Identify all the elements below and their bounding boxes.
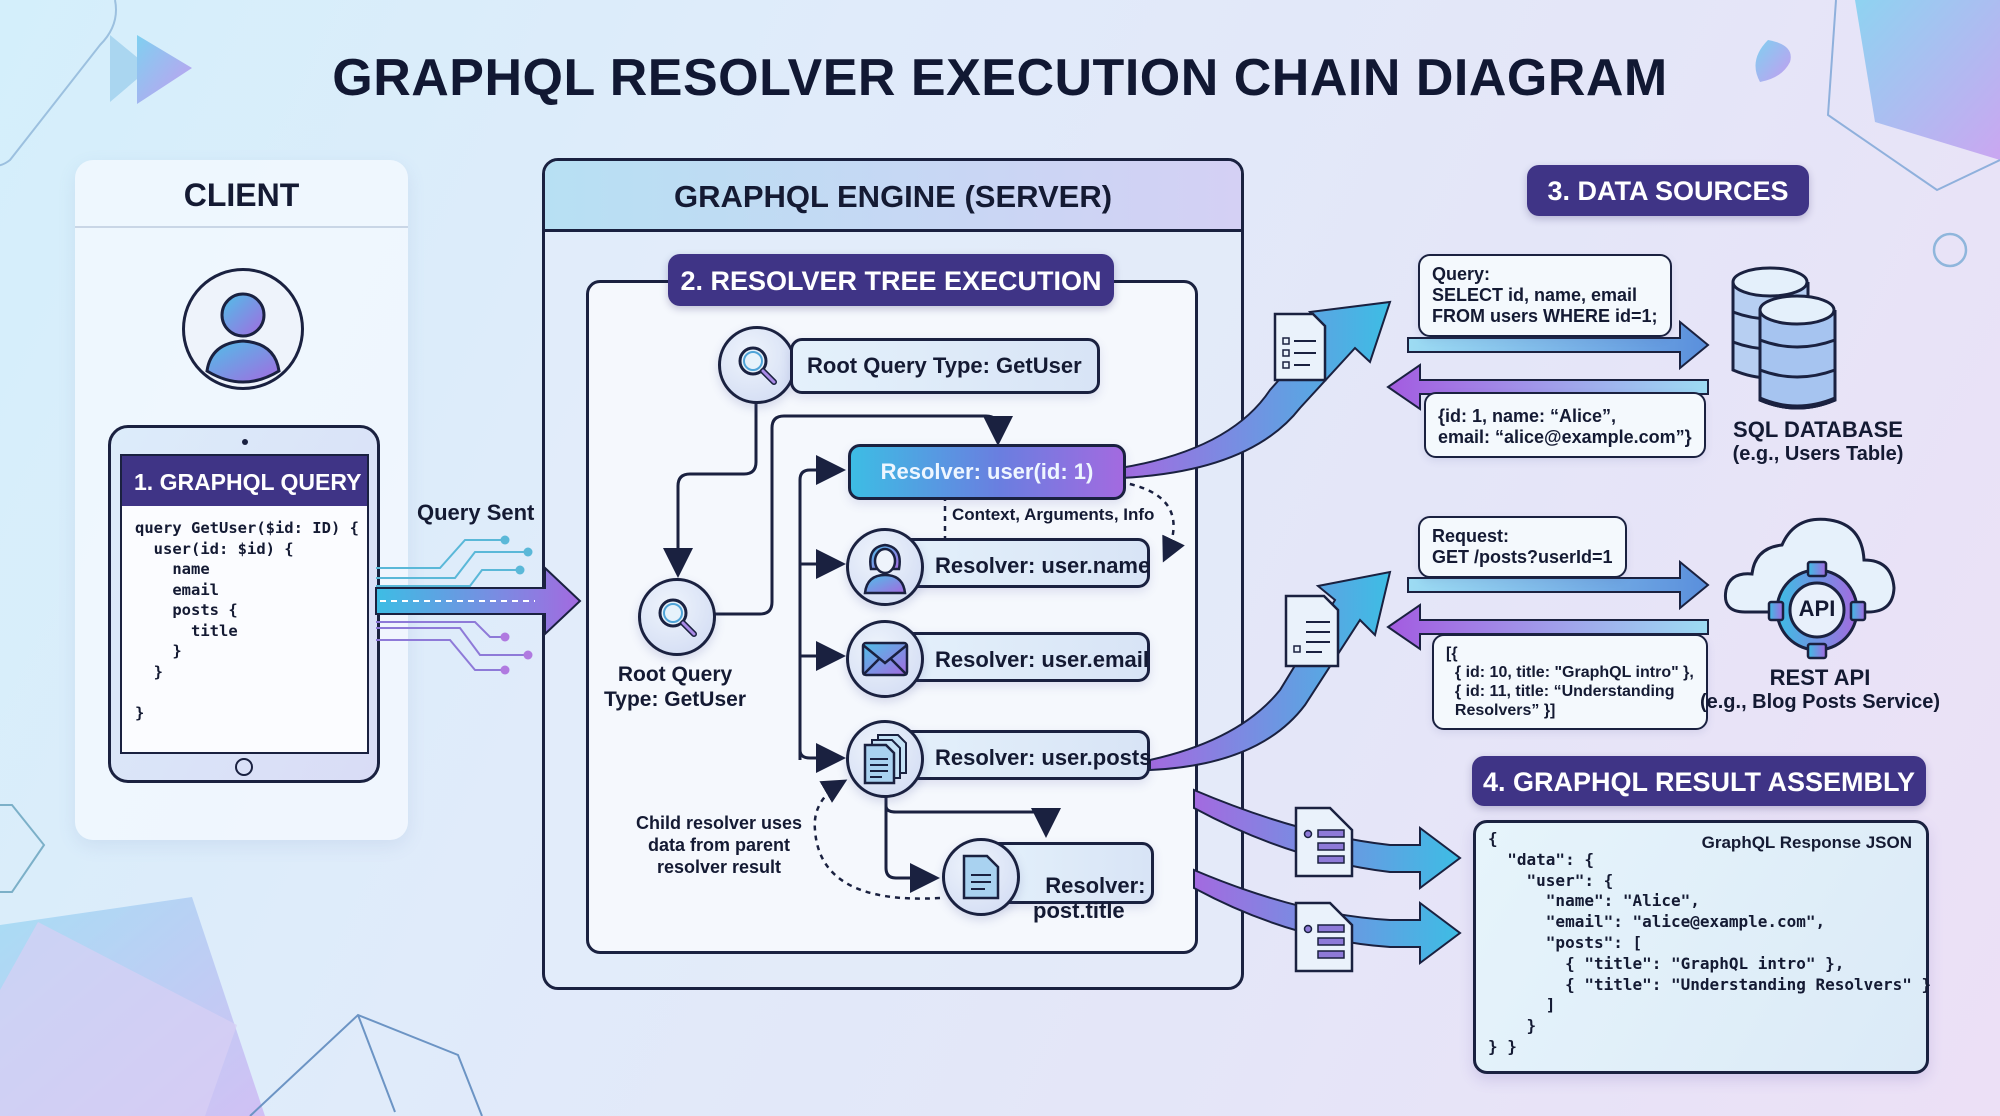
- sql-request-arrow: [1407, 319, 1710, 371]
- context-arguments-label: Context, Arguments, Info: [952, 505, 1155, 524]
- resolver-user-node[interactable]: Resolver: user(id: 1): [848, 444, 1126, 500]
- flow-to-sql: [1119, 300, 1392, 480]
- root-query-circle: [718, 326, 796, 404]
- query-sent-wires: [376, 535, 533, 675]
- decor-shape-bottomleft-2: [0, 922, 237, 1116]
- decor-outline-bottom: [249, 1013, 483, 1116]
- root-query-label: Root Query Type: GetUser: [807, 353, 1082, 378]
- decor-outline-topright: [1826, 0, 2000, 192]
- rest-response-bubble: [{ { id: 10, title: "GraphQL intro" }, {…: [1432, 634, 1708, 730]
- resolver-user-posts-label: Resolver: user.posts: [935, 745, 1152, 770]
- resolver-user-email-node[interactable]: Resolver: user.email: [882, 632, 1150, 682]
- person-icon: [863, 543, 907, 595]
- context-dashed: [813, 480, 1185, 900]
- flow-to-rest: [1149, 570, 1392, 772]
- result-assembly-title: 4. GRAPHQL RESULT ASSEMBLY: [1472, 756, 1926, 806]
- decor-play-light: [110, 35, 150, 102]
- resolver-user-name-circle: [846, 528, 924, 606]
- resolver-post-title-circle: [942, 838, 1020, 916]
- sql-database-title: SQL DATABASE: [1733, 417, 1903, 442]
- decor-shape-topright: [1855, 0, 2000, 160]
- root-query-node[interactable]: Root Query Type: GetUser: [790, 338, 1100, 394]
- tree-doc-icon: [1294, 901, 1354, 973]
- resolver-user-label: Resolver: user(id: 1): [880, 459, 1094, 484]
- resolver-user-posts-node[interactable]: Resolver: user.posts: [882, 730, 1152, 780]
- list-doc-icon: [1284, 594, 1340, 668]
- result-json-code: { "data": { "user": { "name": "Alice", "…: [1488, 829, 1932, 1056]
- database-icon-front: [1758, 294, 1837, 408]
- client-header: CLIENT: [75, 160, 408, 228]
- decor-blob: [1755, 40, 1791, 82]
- sql-database-subtitle: (e.g., Users Table): [1732, 443, 1904, 465]
- envelope-icon: [861, 641, 909, 677]
- search-icon: [658, 598, 697, 637]
- engine-header: GRAPHQL ENGINE (SERVER): [545, 161, 1241, 232]
- resolver-user-email-circle: [846, 620, 924, 698]
- resolver-post-title-label: Resolver: post.title: [1033, 873, 1146, 923]
- search-icon: [738, 346, 777, 385]
- api-badge: API: [1798, 596, 1836, 621]
- root-query-circle-secondary: [638, 578, 716, 656]
- tree-doc-icon: [1294, 806, 1354, 878]
- sql-response-bubble: {id: 1, name: “Alice”, email: “alice@exa…: [1424, 392, 1706, 458]
- sql-request-bubble: Query: SELECT id, name, email FROM users…: [1418, 254, 1672, 337]
- rest-api-subtitle: (e.g., Blog Posts Service): [1699, 691, 1941, 713]
- result-json-caption: GraphQL Response JSON: [1701, 833, 1912, 852]
- document-icon: [962, 854, 1000, 900]
- root-query-secondary-label: Root Query Type: GetUser: [604, 663, 746, 711]
- decor-hex-left: [0, 804, 46, 893]
- rest-request-arrow: [1407, 559, 1710, 611]
- rest-api-name: REST API (e.g., Blog Posts Service): [1690, 665, 1950, 715]
- diagram-title: GRAPHQL RESOLVER EXECUTION CHAIN DIAGRAM: [332, 49, 1668, 107]
- resolver-user-posts-circle: [846, 720, 924, 798]
- user-avatar-icon: [182, 268, 304, 390]
- query-panel: 1. GRAPHQL QUERY query GetUser($id: ID) …: [120, 454, 369, 754]
- rest-api-title: REST API: [1769, 665, 1871, 690]
- resolver-user-name-label: Resolver: user.name: [935, 553, 1151, 578]
- data-sources-title: 3. DATA SOURCES: [1527, 165, 1809, 216]
- resolver-tree-title: 2. RESOLVER TREE EXECUTION: [668, 254, 1114, 306]
- tablet-home-button: [235, 758, 253, 776]
- query-sent-label: Query Sent: [417, 500, 535, 525]
- cloud-api-gear-icon: [1723, 517, 1896, 660]
- rest-request-bubble: Request: GET /posts?userId=1: [1418, 516, 1627, 578]
- tree-connectors: [663, 400, 1061, 893]
- sql-database-name: SQL DATABASE (e.g., Users Table): [1718, 417, 1918, 467]
- result-json-box: GraphQL Response JSON { "data": { "user"…: [1473, 820, 1932, 1074]
- resolver-user-email-label: Resolver: user.email: [935, 647, 1150, 672]
- resolver-user-name-node[interactable]: Resolver: user.name: [882, 538, 1150, 588]
- query-code: query GetUser($id: ID) { user(id: $id) {…: [135, 519, 359, 722]
- decor-line-topleft: [0, 0, 117, 167]
- query-sent-arrow: [375, 565, 582, 637]
- query-panel-title: 1. GRAPHQL QUERY: [122, 456, 367, 506]
- decor-outline-bottom-2: [357, 1014, 396, 1113]
- decor-play: [137, 35, 192, 104]
- child-resolver-note: Child resolver uses data from parent res…: [635, 813, 803, 877]
- tablet-camera: [242, 439, 248, 445]
- checklist-doc-icon: [1273, 312, 1327, 382]
- documents-icon: [863, 734, 907, 785]
- tablet-device: 1. GRAPHQL QUERY query GetUser($id: ID) …: [108, 425, 380, 783]
- decor-ring: [1932, 232, 1968, 268]
